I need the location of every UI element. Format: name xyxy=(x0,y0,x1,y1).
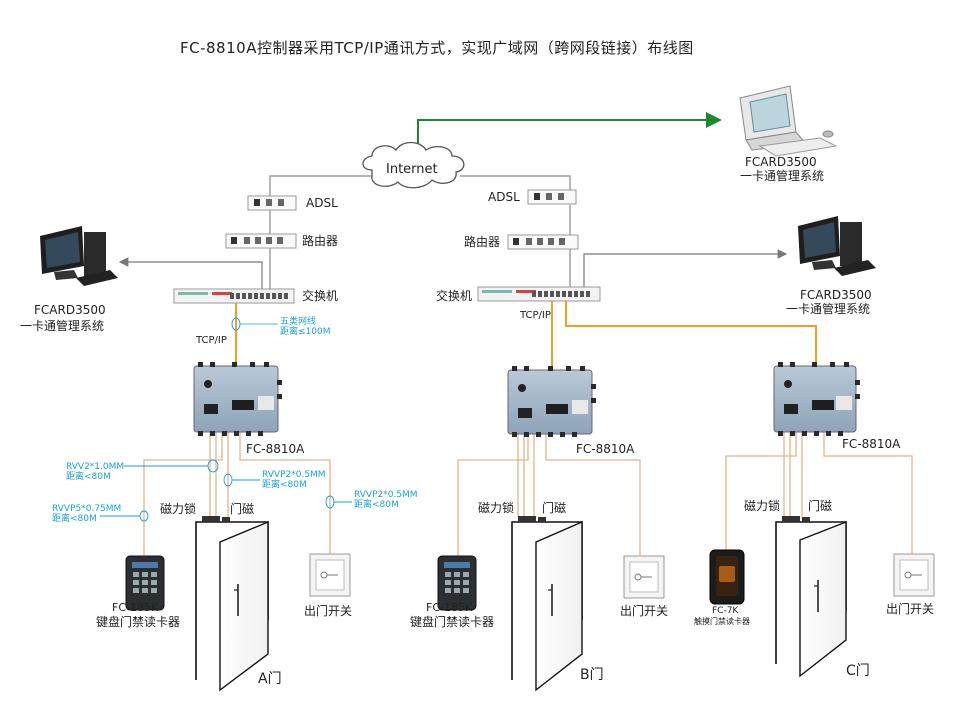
exit-switch-b-icon xyxy=(623,555,665,599)
internet-to-right-adsl-line xyxy=(460,175,571,190)
door-b-drawing xyxy=(511,516,583,692)
exit-switch-c-icon xyxy=(893,553,935,597)
door-a-drawing xyxy=(195,516,269,692)
right-router-label: 路由器 xyxy=(464,235,501,249)
internet-label: Internet xyxy=(386,162,438,177)
controller-c-board xyxy=(773,362,860,436)
controller-c-label: FC-8810A xyxy=(842,437,901,451)
left-adsl-device xyxy=(247,195,297,211)
left-router-label: 路由器 xyxy=(302,234,339,248)
left-router-device xyxy=(225,233,297,249)
right-switch-to-pc-line xyxy=(583,249,788,287)
top-pc-icon xyxy=(739,85,838,157)
door-b-sensor-label: 门磁 xyxy=(542,501,567,515)
door-a-wiring xyxy=(143,432,331,556)
right-switch-to-controller-c-line xyxy=(565,301,817,366)
left-switch-to-pc-line xyxy=(118,257,263,289)
right-switch-label: 交换机 xyxy=(436,289,473,303)
reader-c-model: FC-7K xyxy=(712,606,739,616)
top-pc-name: FCARD3500 xyxy=(745,155,817,169)
exit-switch-a-icon xyxy=(309,553,351,597)
controller-b-label: FC-8810A xyxy=(576,442,635,456)
left-switch-label: 交换机 xyxy=(302,289,339,303)
right-adsl-label: ADSL xyxy=(488,190,520,204)
reader-c-desc: 触摸门禁读卡器 xyxy=(694,617,750,626)
door-c-drawing xyxy=(775,516,847,678)
door-b-wiring xyxy=(457,432,641,556)
door-a-cable-markers xyxy=(100,459,352,522)
controller-a-board xyxy=(193,362,282,436)
right-pc-desc: 一卡通管理系统 xyxy=(786,302,871,316)
right-pc-icon xyxy=(798,216,876,276)
internet-to-pc-line xyxy=(417,112,722,152)
controller-a-label: FC-8810A xyxy=(246,442,305,456)
door-c-maglock-label: 磁力锁 xyxy=(744,499,781,513)
door-b-label: B门 xyxy=(580,667,604,683)
left-tcpip-label: TCP/IP xyxy=(196,335,227,346)
left-pc-name: FCARD3500 xyxy=(34,303,106,317)
reader-c-touch xyxy=(709,549,745,605)
door-a-label: A门 xyxy=(258,671,282,687)
exit-switch-a-label: 出门开关 xyxy=(304,604,353,618)
left-switch-device xyxy=(173,288,295,304)
left-adsl-label: ADSL xyxy=(306,196,338,210)
door-a-sensor-label: 门磁 xyxy=(230,502,255,516)
diagram-title: FC-8810A控制器采用TCP/IP通讯方式，实现广域网（跨网段链接）布线图 xyxy=(180,39,694,57)
reader-a-model: FC-185K xyxy=(112,601,159,614)
top-pc-desc: 一卡通管理系统 xyxy=(740,169,825,183)
left-cable-spec: 五类网线距离≤100M xyxy=(280,317,331,338)
exit-switch-b-label: 出门开关 xyxy=(620,604,669,618)
reader-a-desc: 键盘门禁读卡器 xyxy=(96,615,181,629)
right-adsl-device xyxy=(527,189,577,205)
left-pc-desc: 一卡通管理系统 xyxy=(20,319,105,333)
door-c-label: C门 xyxy=(846,663,870,679)
door-b-maglock-label: 磁力锁 xyxy=(478,501,515,515)
reader-b-desc: 键盘门禁读卡器 xyxy=(410,615,495,629)
internet-cloud xyxy=(362,141,465,189)
door-c-wiring xyxy=(725,432,913,554)
door-c-sensor-label: 门磁 xyxy=(808,499,833,513)
right-tcpip-label: TCP/IP xyxy=(520,310,551,321)
exit-switch-c-label: 出门开关 xyxy=(886,602,935,616)
door-a-maglock-label: 磁力锁 xyxy=(160,502,197,516)
reader-b-model: FC-185K xyxy=(426,601,473,614)
right-switch-device xyxy=(477,286,601,302)
left-pc-icon xyxy=(40,226,118,286)
controller-b-board xyxy=(507,366,596,437)
right-pc-name: FCARD3500 xyxy=(800,288,872,302)
reader-a-keypad xyxy=(125,555,165,611)
right-router-device xyxy=(507,234,579,250)
internet-to-left-adsl-line xyxy=(269,175,392,196)
reader-b-keypad xyxy=(437,555,477,611)
